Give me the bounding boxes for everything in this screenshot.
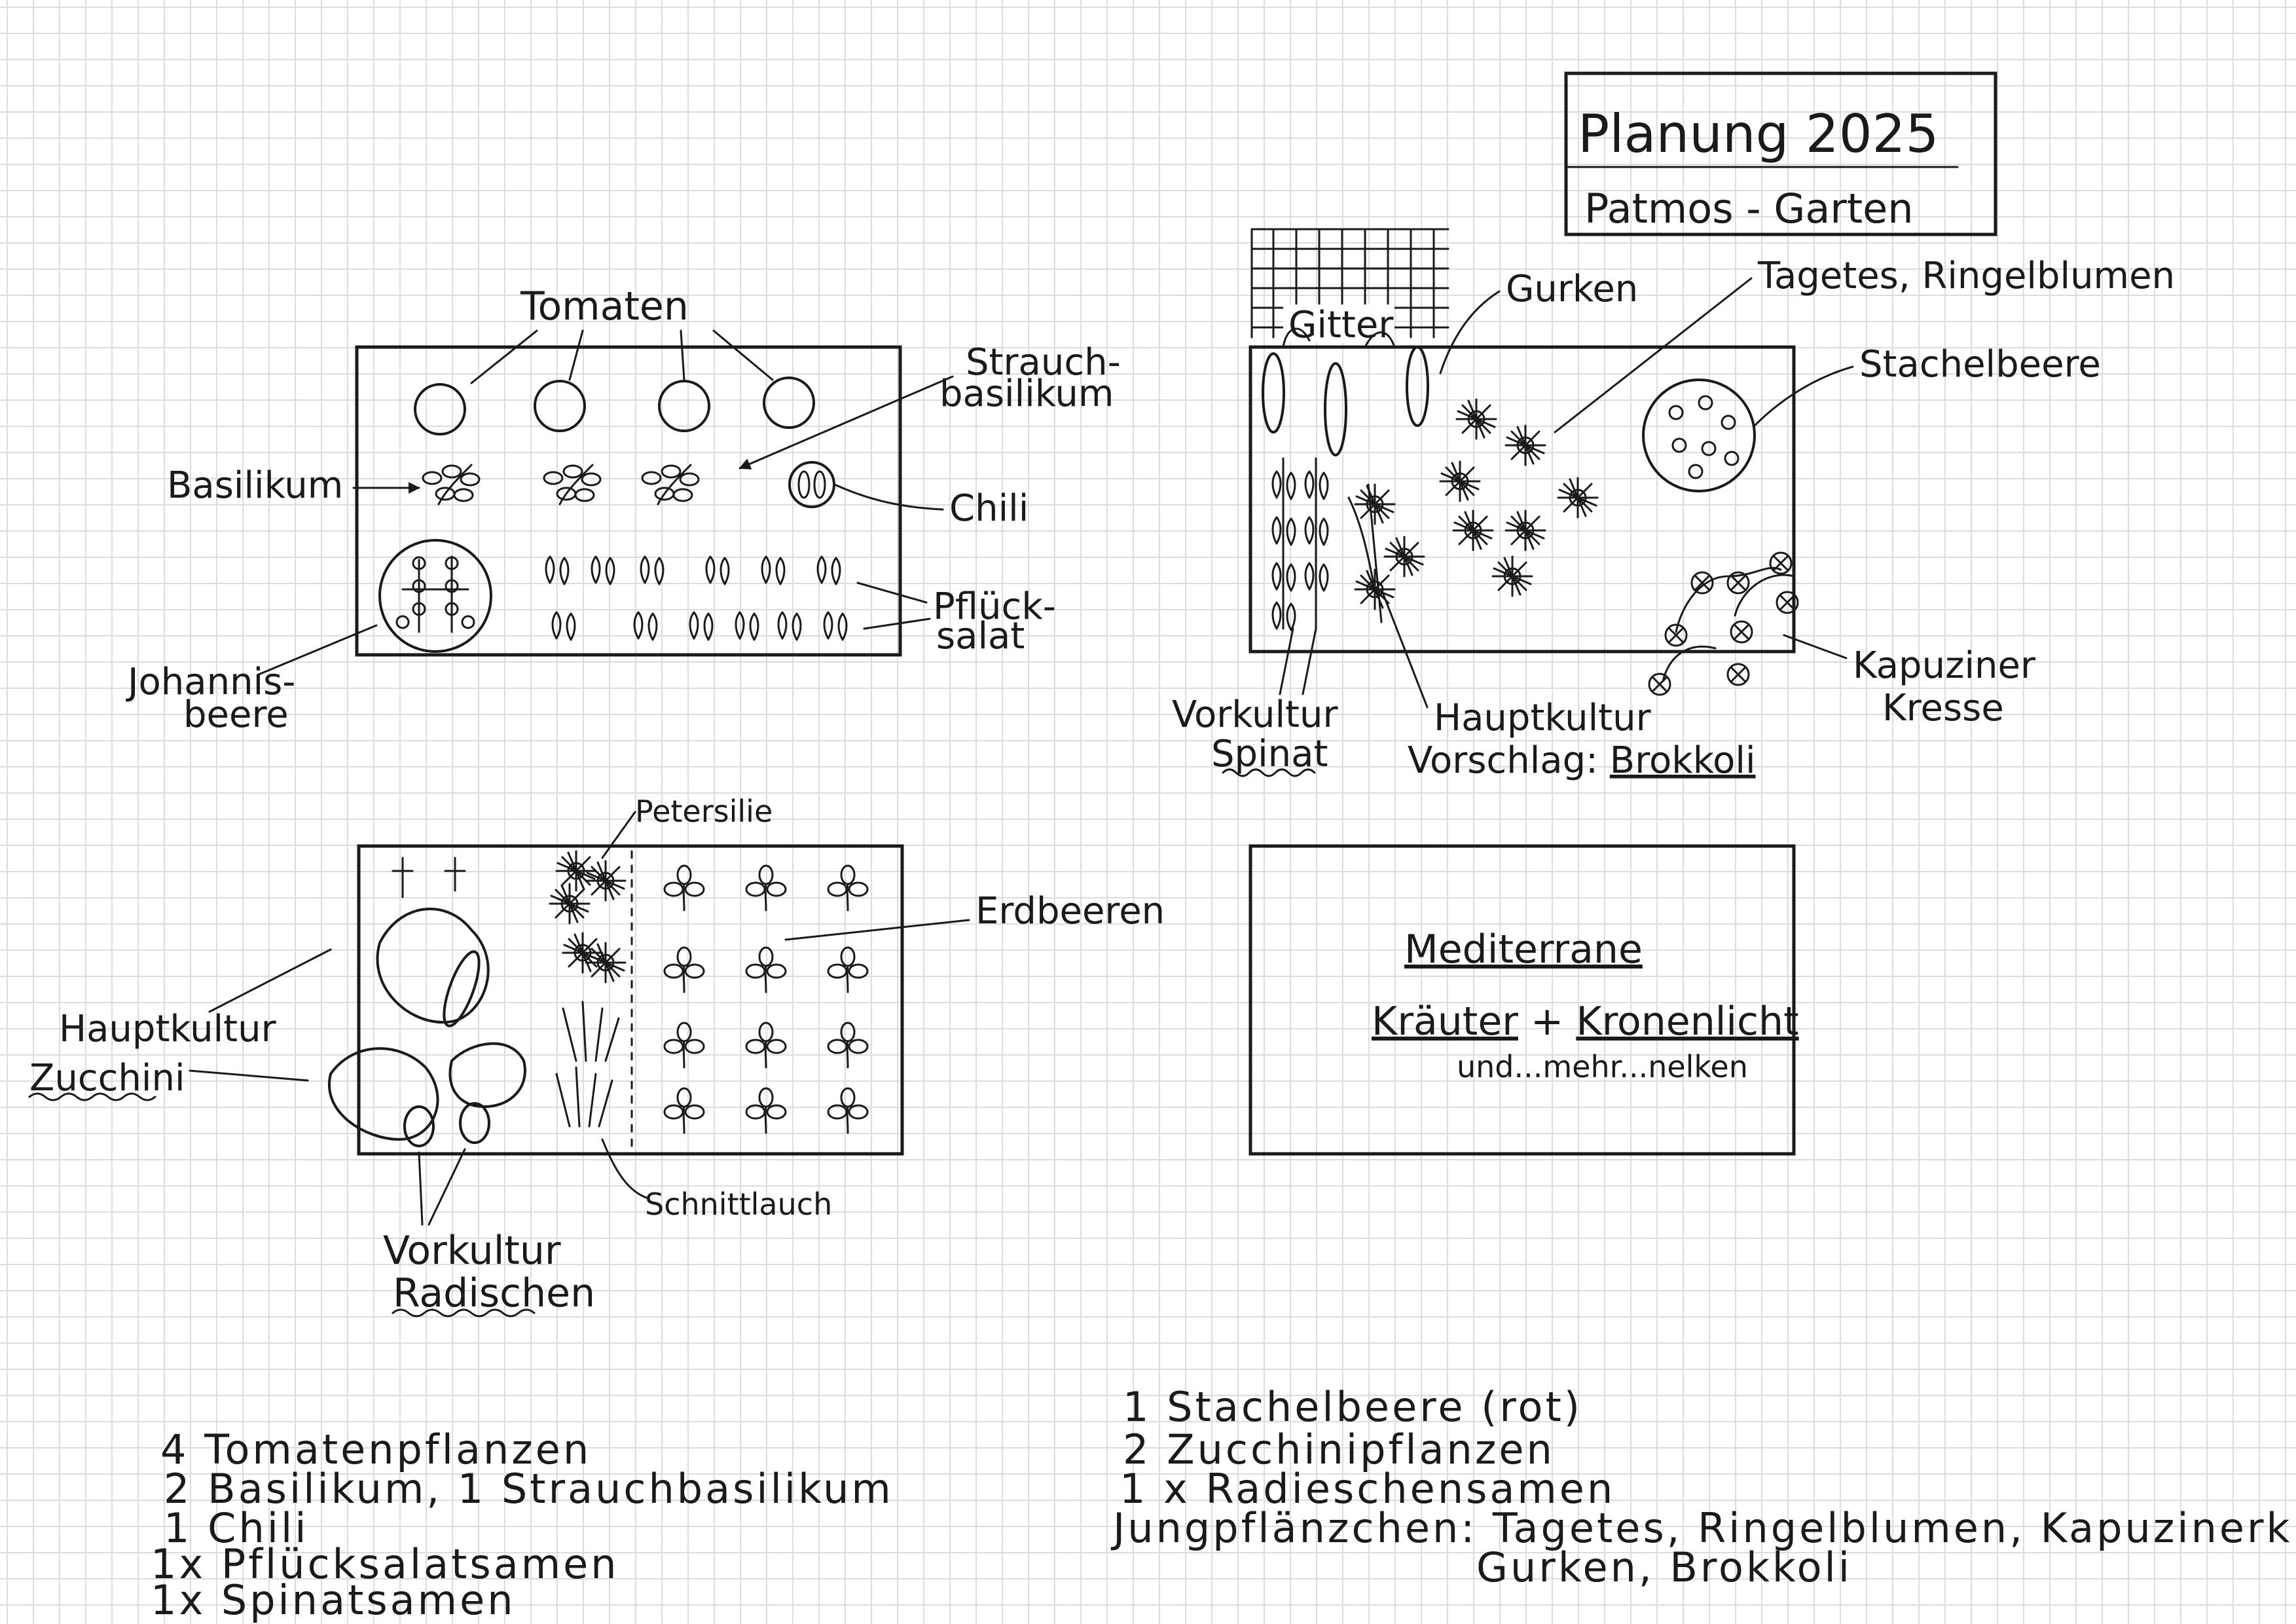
- list-item: Gurken, Brokkoli: [1476, 1543, 1852, 1591]
- tagetes-flowers: [1439, 398, 1599, 597]
- label-parsley: Petersilie: [635, 794, 773, 829]
- currant-bush: [378, 539, 492, 653]
- list-item: 1x Spinatsamen: [151, 1576, 516, 1624]
- label-lettuce-2: salat: [936, 615, 1025, 657]
- bed-top-right: Gitter Gurken Tagetes, Ringelblumen Stac…: [1172, 228, 2175, 782]
- label-chili: Chili: [949, 487, 1029, 530]
- tomato-plants: [414, 377, 815, 435]
- label-chives: Schnittlauch: [645, 1187, 832, 1222]
- title-box: Planung 2025 Patmos - Garten: [1564, 71, 1997, 236]
- label-nasturtium-1: Kapuziner: [1853, 644, 2036, 687]
- spinach-plants: [1271, 457, 1329, 631]
- label-broccoli: Brokkoli: [1610, 739, 1756, 782]
- label-shrub-basil-2: basilikum: [939, 373, 1114, 415]
- shopping-list-right: 1 Stachelbeere (rot) 2 Zucchinipflanzen …: [1110, 1383, 2296, 1591]
- label-main-crop-2a: Vorschlag: Brokkoli: [1408, 739, 1756, 782]
- bed-top-left: Tomaten Basilikum Strauch- basilikum Chi…: [126, 284, 1121, 736]
- label-cucumbers: Gurken: [1506, 268, 1638, 310]
- list-item: 1 x Radieschensamen: [1120, 1465, 1615, 1513]
- label-currant-1: Johannis-: [126, 661, 296, 703]
- label-tomatoes: Tomaten: [520, 284, 689, 329]
- lettuce-rows: [545, 555, 848, 641]
- list-item: 2 Basilikum, 1 Strauchbasilikum: [164, 1465, 894, 1513]
- label-nasturtium-2: Kresse: [1882, 687, 2004, 729]
- list-item: 1x Pflücksalatsamen: [151, 1540, 619, 1588]
- label-gooseberry: Stachelbeere: [1859, 343, 2101, 386]
- chives-plants: [555, 1001, 620, 1128]
- title-line1: Planung 2025: [1578, 103, 1939, 164]
- list-item: 2 Zucchinipflanzen: [1123, 1426, 1555, 1473]
- label-and-more: und...mehr...nelken: [1457, 1049, 1748, 1084]
- label-pre-crop-2: Spinat: [1211, 733, 1328, 775]
- label-radish-pre-1: Vorkultur: [383, 1228, 561, 1274]
- cucumber-plants: [1262, 327, 1429, 456]
- label-mediterranean: Mediterrane: [1404, 927, 1643, 972]
- list-item: 1 Stachelbeere (rot): [1123, 1383, 1582, 1431]
- label-basil: Basilikum: [167, 464, 343, 507]
- strawberry-plants: [663, 864, 869, 1134]
- chili-plant: [788, 461, 835, 508]
- shopping-list-left: 4 Tomatenpflanzen 2 Basilikum, 1 Strauch…: [151, 1426, 894, 1624]
- label-herbs: Kräuter + Kronenlicht: [1372, 999, 1799, 1044]
- broccoli-plants: [1347, 483, 1425, 623]
- list-item: Jungpflänzchen: Tagetes, Ringelblumen, K…: [1110, 1504, 2296, 1552]
- label-currant-2: beere: [183, 693, 289, 736]
- label-trellis: Gitter: [1288, 304, 1394, 346]
- label-lettuce-1: Pflück-: [933, 585, 1056, 628]
- label-main-crop-1: Hauptkultur: [1434, 697, 1652, 739]
- label-zucchini-main-1: Hauptkultur: [59, 1008, 277, 1050]
- label-zucchini-main-2: Zucchini: [29, 1057, 185, 1099]
- label-radish-pre-2: Radischen: [393, 1270, 595, 1316]
- nasturtium-plants: [1648, 551, 1799, 696]
- list-item: 1 Chili: [164, 1504, 308, 1552]
- title-line2: Patmos - Garten: [1584, 185, 1914, 232]
- label-strawberries: Erdbeeren: [975, 890, 1165, 932]
- radish-plants: [403, 1102, 490, 1147]
- label-flowers: Tagetes, Ringelblumen: [1757, 255, 2175, 297]
- gooseberry-bush: [1642, 378, 1756, 492]
- bed-bottom-right: Mediterrane Kräuter + Kronenlicht und...…: [1248, 844, 1799, 1156]
- list-item: 4 Tomatenpflanzen: [160, 1426, 591, 1473]
- parsley-plants: [549, 850, 627, 984]
- bed-bottom-left: Hauptkultur Zucchini Vorkultur Radischen…: [28, 794, 1165, 1318]
- zucchini-plants: [328, 857, 526, 1141]
- basil-plants: [422, 464, 700, 506]
- label-pre-crop-1: Vorkultur: [1172, 693, 1338, 736]
- label-shrub-basil-1: Strauch-: [966, 341, 1121, 384]
